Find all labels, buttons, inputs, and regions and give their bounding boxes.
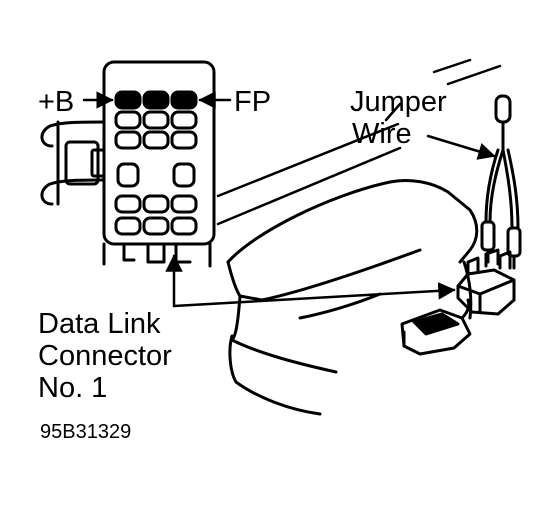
terminal-plus-b <box>114 90 142 110</box>
arrow-jumper <box>426 134 496 160</box>
connector-detail <box>40 60 216 268</box>
dlc-on-box <box>400 248 516 356</box>
relay-box <box>226 178 479 416</box>
label-plus-b: +B <box>38 86 75 118</box>
jumper-wire <box>480 94 522 270</box>
background-lines <box>216 58 502 226</box>
leader-arrows <box>82 91 496 308</box>
label-jumper: Jumper <box>350 86 447 118</box>
arrow-dlc-to-box <box>172 282 456 308</box>
terminal-middle-top <box>142 90 170 110</box>
label-connector: Connector <box>38 340 172 372</box>
figure-code: 95B31329 <box>40 421 132 443</box>
connector-terminals <box>114 90 198 236</box>
label-no-1: No. 1 <box>38 372 108 404</box>
label-wire: Wire <box>352 118 412 150</box>
terminal-fp <box>170 90 198 110</box>
label-data-link: Data Link <box>38 308 161 340</box>
label-fp: FP <box>234 86 272 118</box>
